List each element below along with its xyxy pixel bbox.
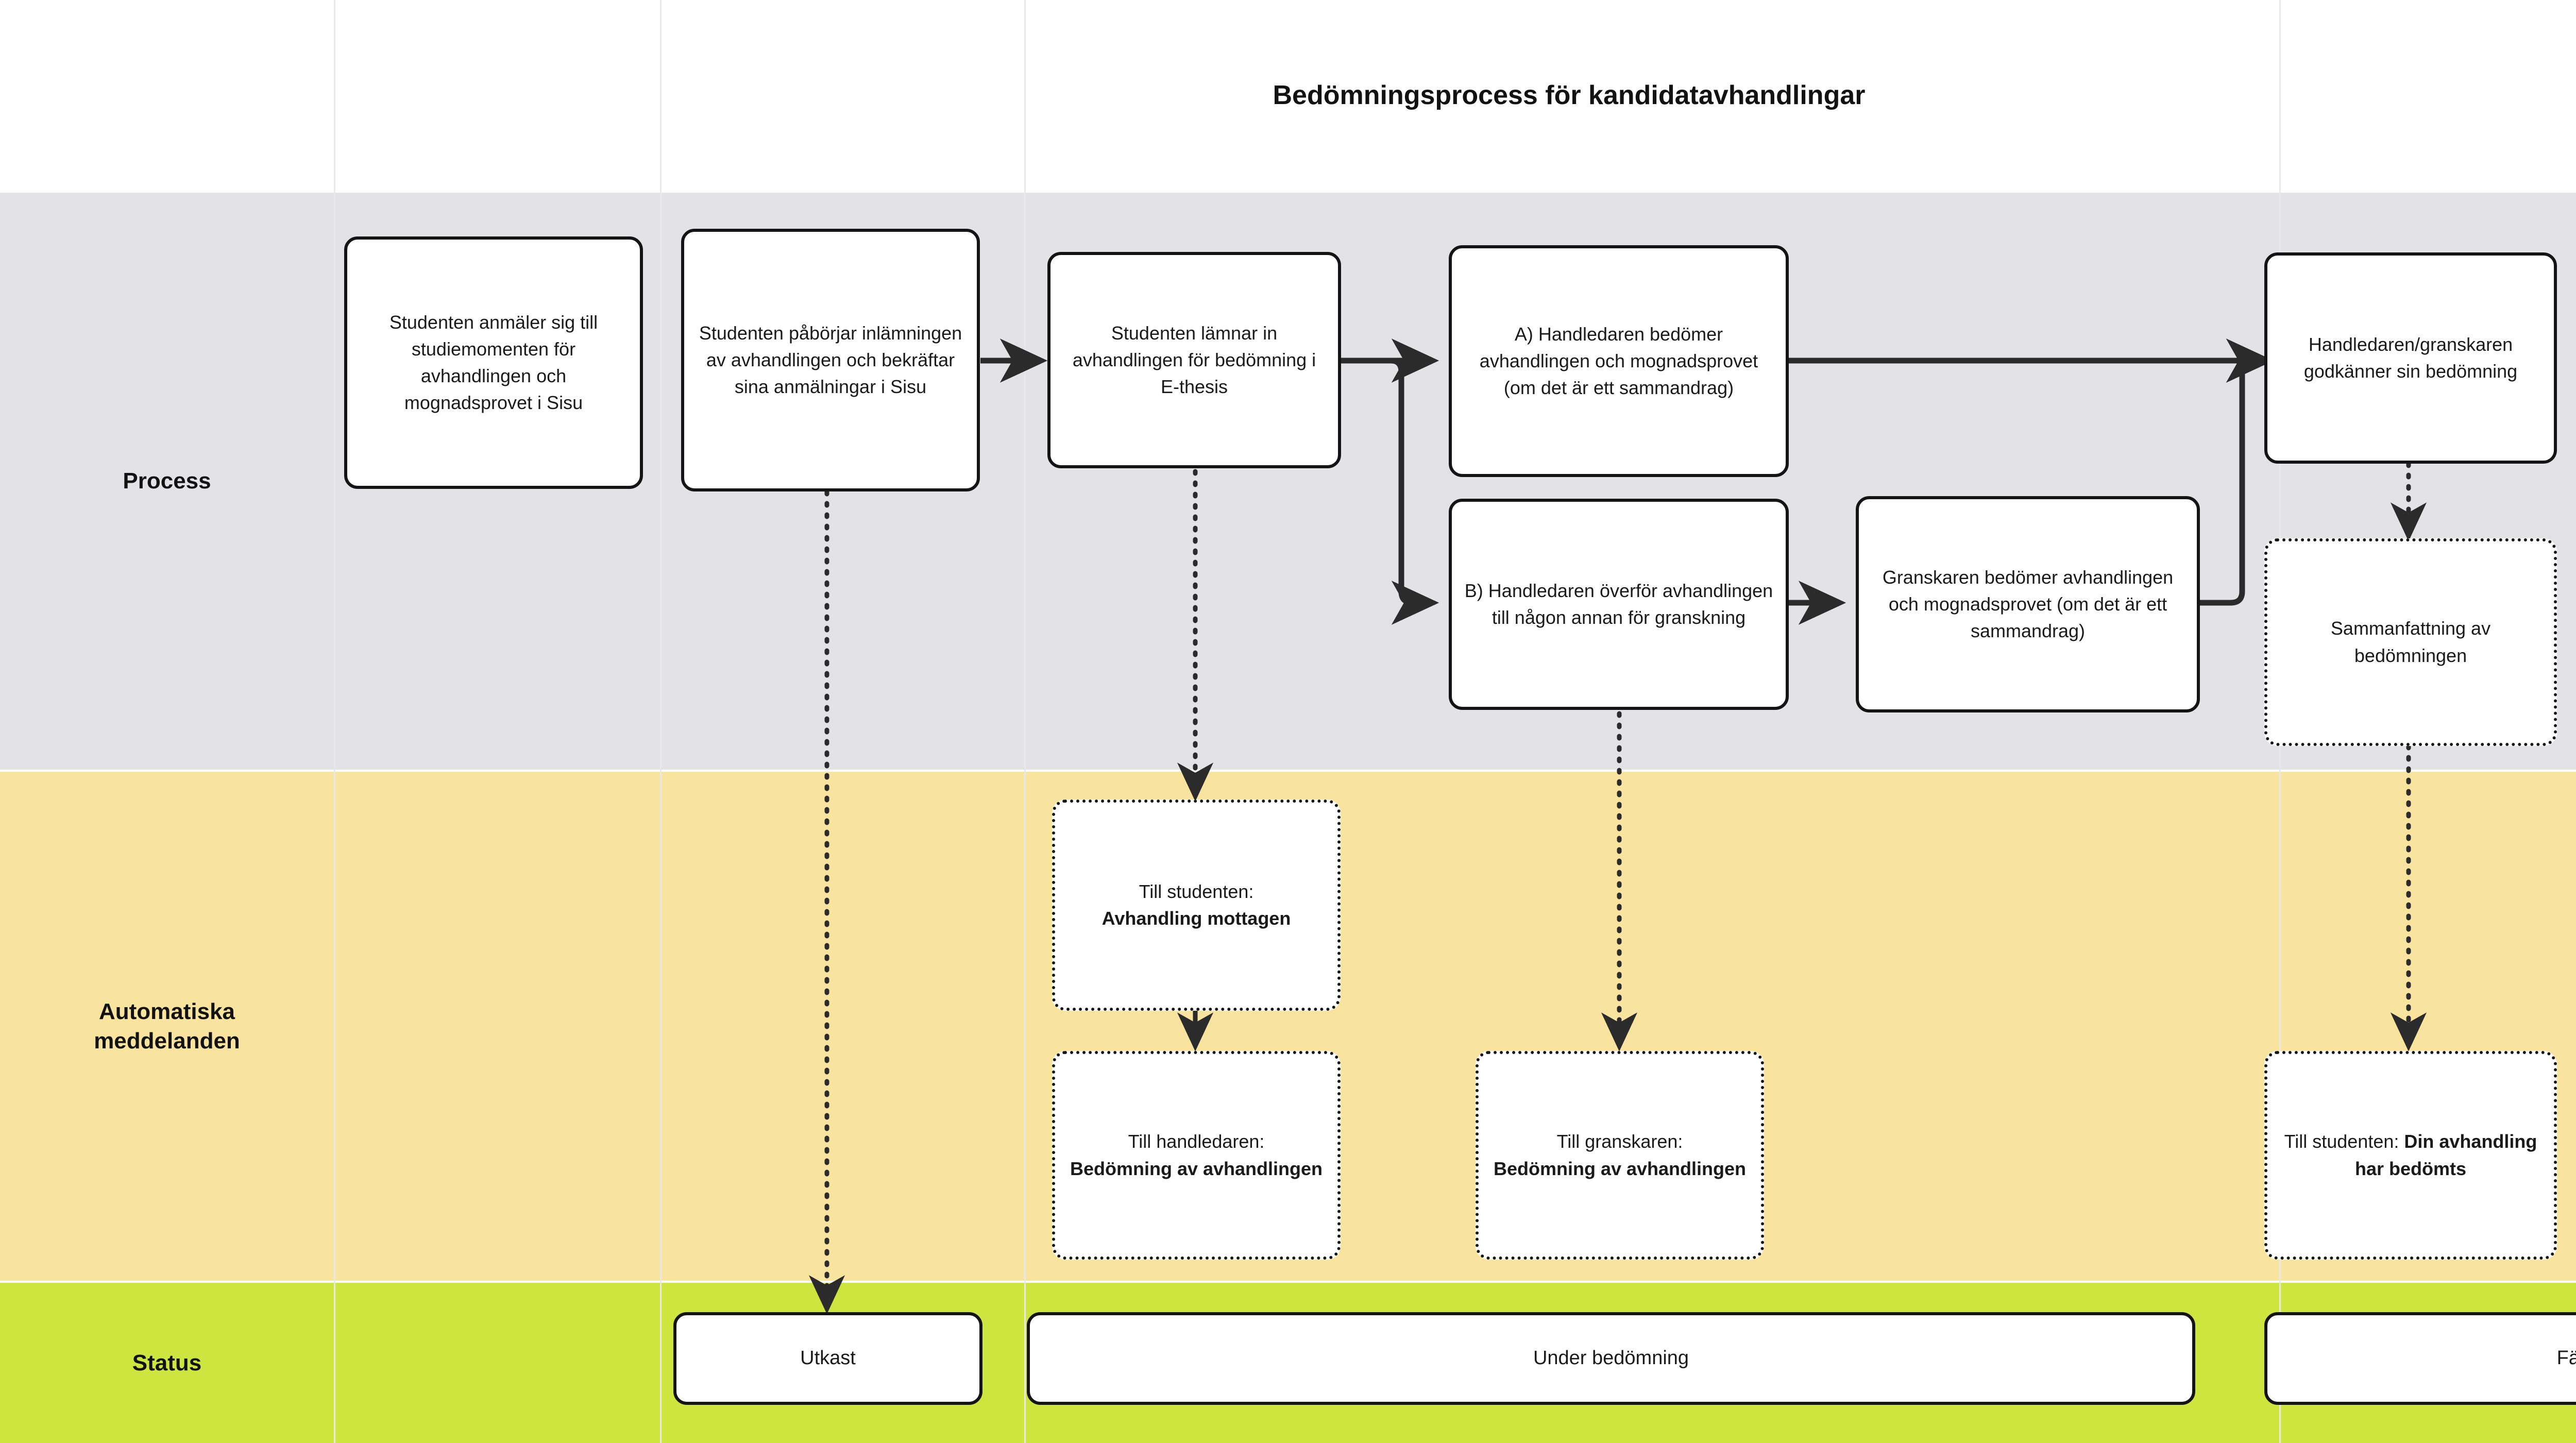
process-node-p3-label: Studenten lämnar in avhandlingen för bed…	[1072, 322, 1316, 398]
auto-node-a3-bold: Bedömning av avhandlingen	[1493, 1158, 1747, 1179]
process-node-p1-label: Studenten anmäler sig till studiemomente…	[389, 311, 598, 414]
auto-node-a1-prefix: Till studenten:	[1139, 880, 1254, 902]
process-node-p8[interactable]: Sammanfattning av bedömningen	[2264, 538, 2557, 746]
auto-node-a4-bold: Din avhandling har bedömts	[2354, 1131, 2537, 1179]
auto-node-a1-bold: Avhandling mottagen	[1101, 908, 1291, 929]
process-node-p5[interactable]: B) Handledaren överför avhandlingen till…	[1449, 499, 1789, 710]
auto-node-a2-bold: Bedömning av avhandlingen	[1070, 1158, 1323, 1179]
process-node-p4-label: A) Handledaren bedömer avhandlingen och …	[1479, 323, 1758, 399]
status-node-fardig[interactable]: Färdig	[2264, 1312, 2576, 1405]
status-node-under-bedomning[interactable]: Under bedömning	[1027, 1312, 2195, 1405]
process-node-p1[interactable]: Studenten anmäler sig till studiemomente…	[344, 236, 643, 489]
auto-node-a4-prefix: Till studenten:	[2284, 1131, 2399, 1152]
process-node-p6[interactable]: Granskaren bedömer avhandlingen och mogn…	[1856, 496, 2200, 712]
title-band	[0, 0, 2576, 191]
process-node-p7-label: Handledaren/granskaren godkänner sin bed…	[2303, 333, 2518, 382]
lane-label-automatic-messages: Automatiska meddelanden	[0, 772, 334, 1281]
process-node-p6-label: Granskaren bedömer avhandlingen och mogn…	[1882, 566, 2174, 642]
process-node-p4[interactable]: A) Handledaren bedömer avhandlingen och …	[1449, 245, 1789, 477]
column-divider-3	[1024, 0, 1026, 1443]
auto-node-a3[interactable]: Till granskaren: Bedömning av avhandling…	[1476, 1051, 1764, 1260]
auto-node-a3-prefix: Till granskaren:	[1556, 1131, 1683, 1152]
page-title: Bedömningsprocess för kandidatavhandling…	[1273, 80, 1866, 110]
process-node-p5-label: B) Handledaren överför avhandlingen till…	[1464, 580, 1773, 628]
auto-node-a2[interactable]: Till handledaren: Bedömning av avhandlin…	[1052, 1051, 1341, 1260]
status-node-utkast-label: Utkast	[800, 1347, 856, 1369]
column-divider-2	[660, 0, 662, 1443]
status-node-fardig-label: Färdig	[2556, 1347, 2576, 1369]
auto-node-a2-prefix: Till handledaren:	[1128, 1131, 1265, 1152]
process-node-p2[interactable]: Studenten påbörjar inlämningen av avhand…	[681, 229, 980, 491]
process-node-p2-label: Studenten påbörjar inlämningen av avhand…	[699, 322, 962, 398]
lane-label-automatic-messages-text: Automatiska meddelanden	[94, 998, 240, 1054]
auto-node-a4[interactable]: Till studenten: Din avhandling har bedöm…	[2264, 1051, 2557, 1260]
process-node-p3[interactable]: Studenten lämnar in avhandlingen för bed…	[1047, 252, 1341, 468]
auto-node-a1[interactable]: Till studenten: Avhandling mottagen	[1052, 800, 1341, 1011]
lane-label-status: Status	[132, 1350, 202, 1376]
process-node-p7[interactable]: Handledaren/granskaren godkänner sin bed…	[2264, 252, 2557, 464]
process-node-p8-label: Sammanfattning av bedömningen	[2330, 618, 2491, 666]
lane-label-process: Process	[123, 468, 211, 494]
status-node-utkast[interactable]: Utkast	[673, 1312, 982, 1405]
status-node-under-bedomning-label: Under bedömning	[1533, 1347, 1689, 1369]
column-divider-1	[334, 0, 335, 1443]
